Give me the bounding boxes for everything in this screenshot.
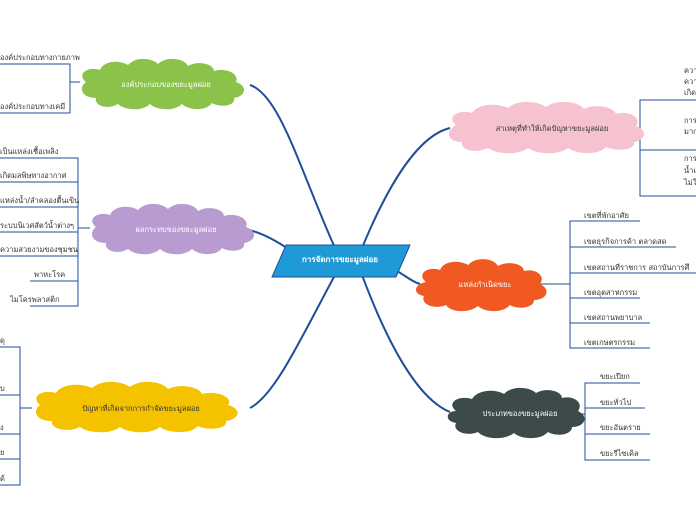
types-item: ขยะทั่วไป [600, 398, 632, 407]
sub-connector-sources [530, 220, 696, 349]
disposal-item: ย [0, 448, 5, 457]
cloud-causes [448, 101, 645, 154]
impacts-item: แหล่งน้ำ/ลำคลองตื้นเขิน [0, 196, 80, 205]
causes-item-1-line: ควา [684, 66, 696, 75]
types-title: ประเภทของขยะมูลฝอย [482, 409, 558, 418]
connector-components [249, 84, 336, 249]
sub-connector-disposal [0, 346, 32, 486]
impacts-item: พาหะโรค [34, 270, 66, 279]
impacts-item: ระบบนิเวศสัตว์น้ำต่างๆ [0, 221, 75, 230]
sources-item: เขตสถานพยาบาล [584, 313, 643, 322]
causes-title: สาเหตุที่ทำให้เกิดปัญหาขยะมูลฝอย [495, 124, 609, 133]
causes-item-3-line: น้ำเ [684, 166, 696, 175]
types-item: ขยะเปียก [600, 372, 630, 381]
causes-item-3-line: ไม่ใ [684, 178, 696, 187]
causes-item-1-line: เกิด [684, 88, 696, 97]
center-label: การจัดการขยะมูลฝอย [302, 255, 378, 264]
causes-item-2-line: มาก [684, 127, 696, 136]
types-item: ขยะอันตราย [600, 423, 641, 432]
causes-item-3-line: การ [684, 154, 696, 163]
center-node [271, 244, 411, 278]
sources-item: เขตเกษตรกรรม [584, 338, 636, 347]
disposal-item: ด้ [0, 474, 5, 483]
components-item: องค์ประกอบทางกายภาพ [0, 53, 80, 62]
impacts-item: ความสวยงามของชุมชน [0, 245, 78, 254]
impacts-title: ผลกระทบของขยะมูลฝอย [135, 225, 217, 234]
components-item: องค์ประกอบทางเคมี [0, 102, 66, 111]
disposal-item: ง [0, 423, 4, 432]
sub-connector-impacts [0, 157, 90, 307]
connector-sources [394, 269, 421, 285]
sources-item: เขตอุตสาหกรรม [584, 288, 638, 297]
connector-impacts [247, 229, 291, 251]
cloud-disposal [36, 381, 238, 433]
sub-connector-components [0, 63, 80, 114]
disposal-title: ปัญหาที่เกิดจากการกำจัดขยะมูลฝอย [82, 404, 200, 413]
impacts-item: เกิดมลพิษทางอากาศ [0, 171, 67, 180]
impacts-item: เป็นแหล่งเชื้อเพลิง [0, 147, 59, 156]
sub-connector-types [558, 382, 650, 461]
sources-title: แหล่งกำเนิดขยะ [458, 280, 512, 289]
connector-disposal [249, 274, 336, 409]
main-connectors [247, 84, 451, 413]
impacts-item: ไมโครพลาสติก [10, 295, 60, 304]
connector-causes [361, 127, 451, 249]
disposal-item: ดุ [0, 336, 5, 345]
cloud-types [447, 387, 585, 439]
sources-item: เขตที่พักอาศัย [584, 211, 629, 220]
cloud-components [81, 58, 245, 110]
causes-item-1-line: ควา [684, 77, 696, 86]
cloud-impacts [91, 203, 255, 255]
types-item: ขยะรีไซเคิล [600, 449, 639, 458]
cloud-sources [415, 259, 547, 312]
causes-item-2-line: การ [684, 116, 696, 125]
components-title: องค์ประกอบของขยะมูลฝอย [121, 80, 211, 89]
sources-item: เขตธุรกิจการค้า ตลาดสด [584, 237, 667, 246]
sources-item: เขตสถานที่ราชการ สถาบันการศึ [584, 263, 690, 272]
sub-connectors [0, 63, 696, 486]
connector-types [361, 274, 451, 413]
disposal-item: บ [0, 384, 5, 393]
